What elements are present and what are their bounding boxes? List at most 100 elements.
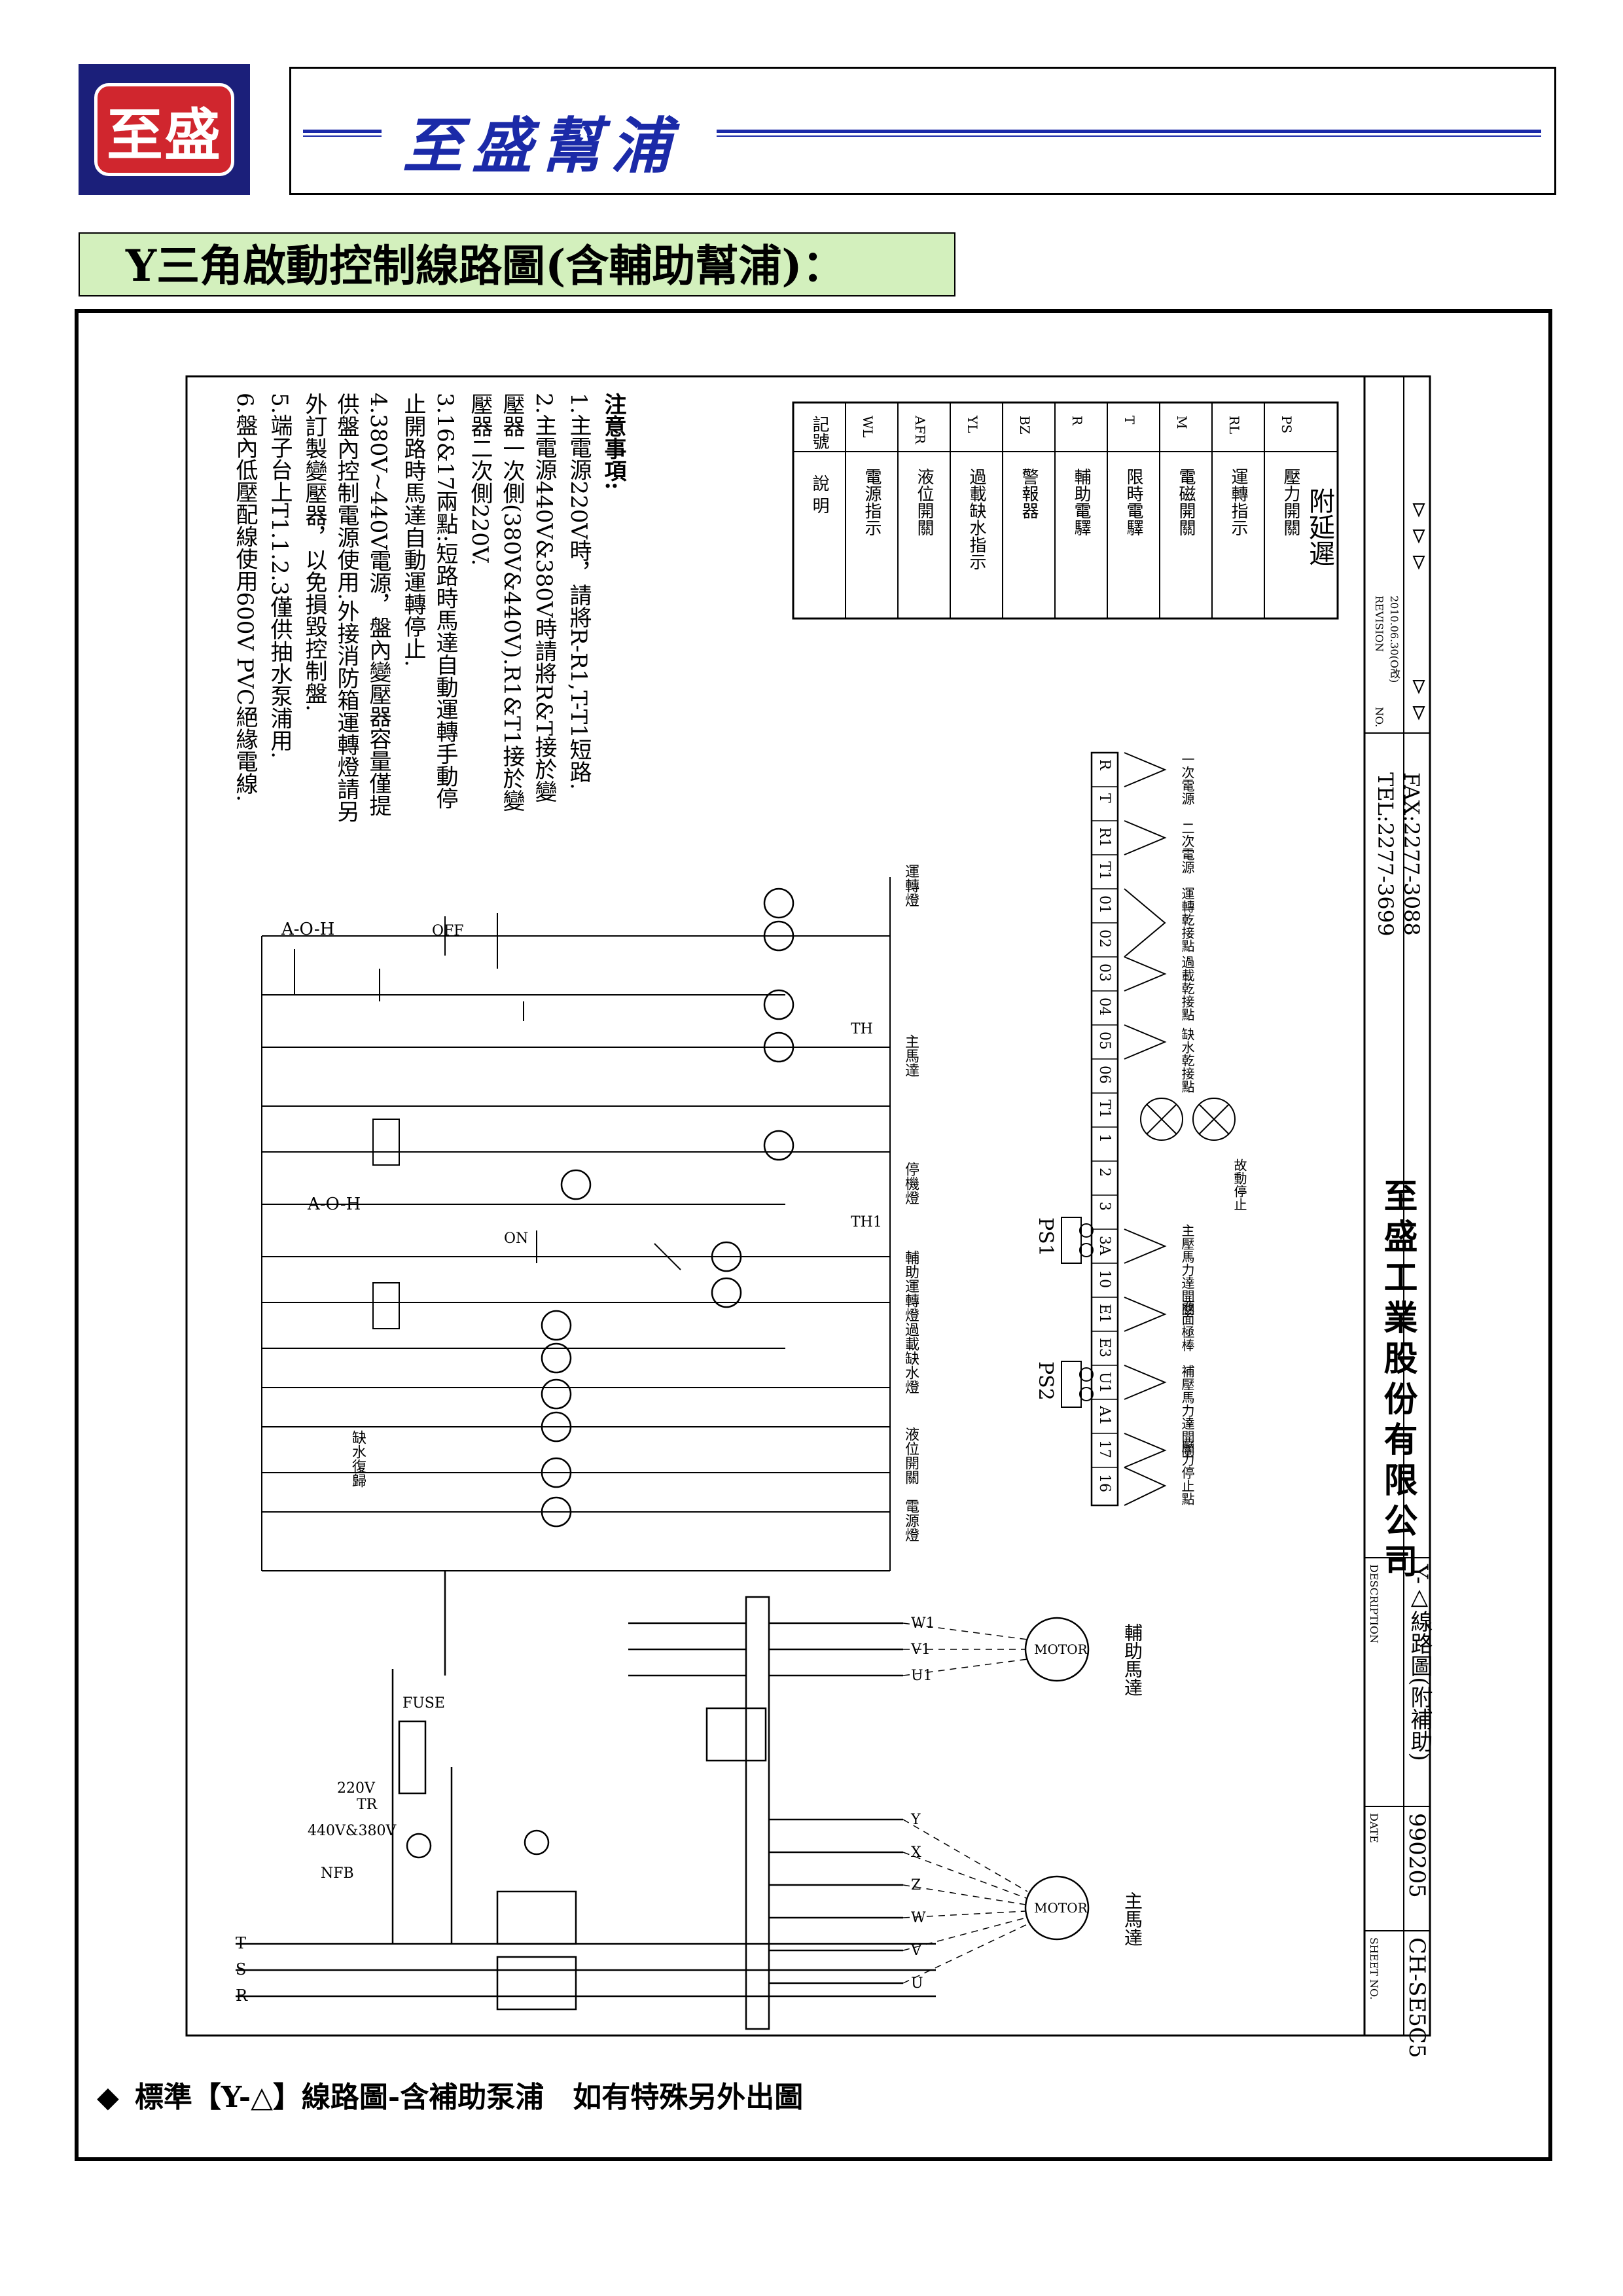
company-fax: FAX:2277-3088 — [1399, 772, 1424, 936]
legend-header-desc: 說 明 — [810, 475, 829, 514]
terminal-caption: 液面極棒 — [1179, 1299, 1195, 1352]
lamp-caption: 電源燈 — [902, 1499, 919, 1542]
legend-symbol: RL — [1226, 416, 1242, 435]
terminal-label: R1 — [1096, 827, 1113, 848]
note-item: 5.端子台上T1.1.2.3僅供抽水泵浦用. — [266, 393, 293, 759]
legend-text: 記號 說 明 WL 電源指示 AFR 液位開關 YL 過載缺水指示 BZ 警報器… — [793, 403, 1338, 619]
terminal-label: 02 — [1096, 929, 1113, 948]
page-title: 至盛幫浦 — [402, 111, 681, 181]
title-rule-right — [717, 130, 1541, 137]
terminal-dividers — [1092, 786, 1118, 1468]
lamp-caption: 停機燈 — [902, 1162, 919, 1205]
terminal-label: T1 — [1096, 861, 1113, 880]
label-th1: TH1 — [851, 1214, 882, 1230]
revision-value: 2010.06.30(O改) — [1388, 596, 1400, 683]
terminal-label: E1 — [1096, 1304, 1113, 1324]
legend-desc: 運轉指示 — [1228, 468, 1248, 536]
legend-desc: 限時電驛 — [1124, 468, 1143, 536]
terminal-label: 05 — [1096, 1031, 1113, 1050]
legend-desc: 電源指示 — [862, 468, 882, 536]
lamp-caption: 液位開關 — [902, 1427, 919, 1484]
terminal-label: 03 — [1096, 963, 1113, 982]
legend-desc: 警報器 — [1019, 468, 1039, 519]
legend-desc: 過載缺水指示 — [967, 468, 986, 570]
terminal-label: 1 — [1096, 1134, 1113, 1143]
note-item: 6.盤內低壓配線使用600V PVC絕緣電線. — [232, 393, 258, 802]
coil-symbols — [541, 888, 794, 1528]
ps2-switch — [372, 1282, 400, 1329]
diagram-subtitle: Y三角啟動控制線路圖(含輔助幫浦)： — [79, 232, 955, 296]
phase-label: T — [236, 1934, 247, 1952]
description: Y-△線路圖(附補助) — [1406, 1564, 1433, 1761]
label-voltage2: 220V — [337, 1780, 375, 1797]
motor-terminal: Y — [911, 1812, 921, 1828]
label-voltage: 440V&380V — [308, 1823, 397, 1839]
aux-terminal: V1 — [911, 1641, 931, 1658]
power-circuit — [236, 1571, 1090, 2030]
phase-label: R — [236, 1986, 248, 2005]
motor-terminal: W — [911, 1910, 926, 1926]
terminal-label: 3A — [1096, 1236, 1113, 1255]
phase-label: S — [236, 1960, 247, 1979]
date-value: 990205 — [1404, 1813, 1430, 1898]
note-item: 3.16&17兩點:短路時馬達自動運轉手動停止開路時馬達自動運轉停止. — [400, 393, 458, 810]
terminal-caption: 主壓馬力達開關 — [1179, 1224, 1195, 1316]
terminal-label: 2 — [1096, 1168, 1113, 1177]
notes-heading: 注意事項: — [600, 393, 626, 490]
notes-block: 注意事項: 1.主電源220V時，請將R-R1,T-T1短路. 2.主電源440… — [229, 393, 630, 825]
pressure-switch-symbols — [1061, 1098, 1236, 1408]
terminal-label: 16 — [1096, 1474, 1113, 1492]
aux-terminal: U1 — [911, 1668, 933, 1684]
title-banner: 至盛幫浦 — [289, 67, 1556, 195]
footer-note: ◆標準【Y-△】線路圖-含補助泵浦 如有特殊另外出圖 — [97, 2073, 803, 2115]
terminal-label: 04 — [1096, 997, 1113, 1016]
legend-symbol: R — [1069, 416, 1085, 426]
motor-terminal: V — [911, 1943, 921, 1959]
footer-text: 標準【Y-△】線路圖-含補助泵浦 如有特殊另外出圖 — [134, 2081, 804, 2114]
revision-triangles — [1412, 503, 1425, 721]
drawing-frame — [75, 309, 1552, 2161]
inner-border — [185, 375, 1431, 2037]
terminal-label: 10 — [1096, 1270, 1113, 1288]
legend-desc: 壓力開關 — [1281, 468, 1300, 536]
legend-table — [792, 401, 1339, 620]
terminal-label: 06 — [1096, 1066, 1113, 1084]
note-item: 4.380V~440V電源，盤內變壓器容量僅提供盤內控制電源使用.外接消防箱運轉… — [301, 393, 391, 823]
company-name: 至盛工業股份有限公司 — [1378, 1178, 1418, 1584]
company-tel: TEL:2277-3699 — [1373, 772, 1398, 937]
lamp-caption: 主馬達 — [902, 1034, 919, 1077]
note-item: 2.主電源440V&380V時請將R&T接於變壓器一次側(380V&440V).… — [467, 393, 557, 812]
ps1-label: PS1 — [1034, 1217, 1057, 1257]
description-label: DESCRIPTION — [1368, 1564, 1380, 1643]
terminal-label: 01 — [1096, 895, 1113, 914]
terminal-label: T1 — [1096, 1100, 1113, 1119]
legend-symbol: WL — [860, 416, 876, 438]
terminal-caption: 補壓馬力達開關 — [1179, 1365, 1195, 1456]
legend-header-symbol: 記號 — [810, 416, 829, 450]
label-on: ON — [504, 1230, 529, 1247]
legend-desc: 電磁開關 — [1176, 468, 1196, 536]
title-rule-left — [303, 130, 382, 137]
terminal-label: 3 — [1096, 1202, 1113, 1211]
motor-leads — [902, 1623, 1028, 1984]
lamp-caption: 運轉燈 — [902, 864, 919, 907]
terminal-label: U1 — [1096, 1372, 1113, 1393]
legend-column-lines — [845, 403, 1265, 619]
terminal-label: A1 — [1096, 1406, 1113, 1426]
caption-main-motor: 主馬達 — [1122, 1892, 1143, 1946]
label-fuse: FUSE — [402, 1695, 445, 1712]
contact-symbols — [294, 913, 681, 1270]
legend-desc: 輔助電驛 — [1071, 468, 1091, 536]
label-aoh: A-O-H — [281, 920, 335, 939]
lamp-caption: 過載缺水燈 — [902, 1322, 919, 1394]
terminal-caption: 缺水乾接點 — [1179, 1028, 1195, 1093]
label-off: OFF — [432, 923, 464, 939]
terminal-label: 17 — [1096, 1440, 1113, 1458]
terminal-caption: 壓力停止點 — [1179, 1440, 1195, 1505]
note-item: 1.主電源220V時，請將R-R1,T-T1短路. — [565, 393, 592, 790]
legend-symbol: BZ — [1017, 416, 1033, 435]
legend-symbol: YL — [965, 416, 980, 433]
revision-label: REVISION — [1373, 596, 1385, 652]
terminal-caption: 過載乾接點 — [1179, 956, 1195, 1021]
